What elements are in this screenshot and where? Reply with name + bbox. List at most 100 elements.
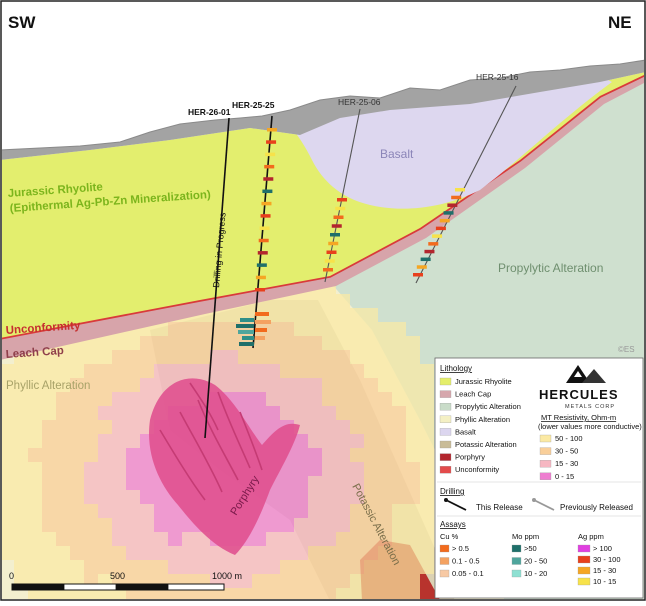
mt-block [350, 490, 364, 504]
mt-block [420, 364, 434, 378]
topography-surface [2, 60, 644, 160]
mt-block [42, 448, 56, 462]
mt-block [28, 476, 42, 490]
mt-block [182, 322, 196, 336]
mt-block [126, 518, 140, 532]
mt-block [28, 560, 42, 574]
mt-block [252, 350, 266, 364]
mt-block [350, 406, 364, 420]
mt-block [322, 308, 336, 322]
mt-block [84, 518, 98, 532]
mt-block [28, 392, 42, 406]
mt-block [392, 392, 406, 406]
mt-block [154, 364, 168, 378]
mt-block [84, 392, 98, 406]
mt-block [350, 434, 364, 448]
mt-block [56, 448, 70, 462]
assay-tick [255, 288, 265, 292]
mt-block [420, 420, 434, 434]
mt-block [392, 322, 406, 336]
mt-block [364, 392, 378, 406]
mt-block [350, 574, 364, 588]
mt-block [392, 476, 406, 490]
mt-block [28, 420, 42, 434]
mt-block [98, 378, 112, 392]
mt-block [406, 448, 420, 462]
mt-block [42, 546, 56, 560]
mt-block [392, 588, 406, 599]
assay-tick [451, 195, 462, 200]
scale-tick-500: 500 [110, 571, 125, 581]
assay-tick [262, 189, 273, 194]
mt-block [140, 490, 154, 504]
mt-block [42, 462, 56, 476]
mt-block [126, 420, 140, 434]
mt-block [2, 476, 14, 490]
mt-block [154, 336, 168, 350]
mt-block [126, 588, 140, 599]
mt-block [98, 546, 112, 560]
mt-block [392, 490, 406, 504]
mt-block [2, 490, 14, 504]
mt-block [56, 420, 70, 434]
mt-block [126, 476, 140, 490]
mt-block [364, 448, 378, 462]
legend-item-label: >50 [524, 544, 537, 553]
legend-mo-title: Mo ppm [512, 532, 539, 541]
mt-block [28, 434, 42, 448]
mt-block [98, 434, 112, 448]
mt-block [196, 588, 210, 599]
mt-block [322, 504, 336, 518]
assay-tick [255, 275, 266, 280]
mt-block [28, 448, 42, 462]
mt-block [14, 364, 28, 378]
mt-block [308, 336, 322, 350]
mt-block [112, 518, 126, 532]
mt-block [420, 378, 434, 392]
mt-block [56, 560, 70, 574]
porphyry-body [149, 378, 300, 555]
mt-block [294, 392, 308, 406]
mt-block [14, 378, 28, 392]
mt-block [56, 350, 70, 364]
mt-block [280, 406, 294, 420]
mt-block [266, 504, 280, 518]
mt-block [322, 322, 336, 336]
assay-tick [324, 259, 335, 263]
topography-line [2, 59, 644, 151]
assay-tick [259, 226, 270, 230]
mt-block [280, 560, 294, 574]
assay-tick [337, 198, 347, 202]
mt-block [126, 546, 140, 560]
mt-block [196, 546, 210, 560]
assay-tick [335, 206, 346, 211]
legend-assays-title: Assays [440, 520, 466, 529]
mt-block [140, 588, 154, 599]
mt-block [364, 518, 378, 532]
mt-block [266, 378, 280, 392]
mt-block [28, 406, 42, 420]
mt-block [182, 560, 196, 574]
assay-tick [326, 250, 337, 254]
mt-block [280, 588, 294, 599]
mt-block [420, 518, 434, 532]
mt-block [308, 546, 322, 560]
mt-block [322, 378, 336, 392]
mt-block [294, 462, 308, 476]
assay-tick [413, 273, 423, 277]
legend-swatch [511, 557, 522, 565]
mt-block [182, 364, 196, 378]
legend-item-label: Porphyry [455, 453, 485, 462]
mt-block [28, 588, 42, 599]
mt-block [378, 532, 392, 546]
mt-block [210, 336, 224, 350]
mt-block [70, 504, 84, 518]
mt-block [294, 574, 308, 588]
legend-swatch [577, 544, 591, 553]
mt-block [112, 476, 126, 490]
mt-block [322, 560, 336, 574]
legend-cu-list: > 0.50.1 - 0.50.05 - 0.1 [439, 544, 484, 578]
legend-swatch [439, 415, 452, 423]
mt-block [364, 378, 378, 392]
mt-block [28, 518, 42, 532]
